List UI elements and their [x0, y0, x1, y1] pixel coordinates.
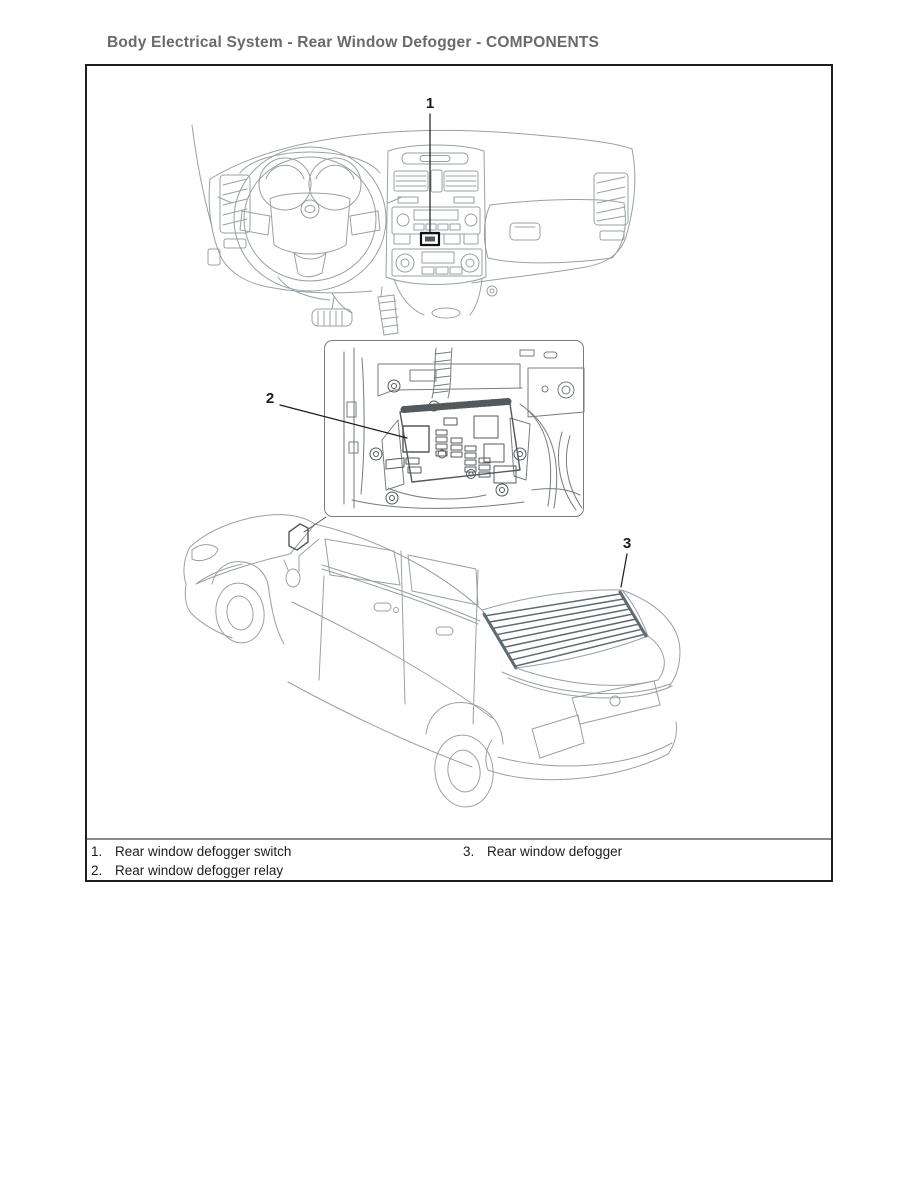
callout-1: 1	[426, 95, 434, 233]
legend-column-right: 3. Rear window defogger	[463, 842, 831, 880]
callout-2-label: 2	[266, 390, 274, 407]
legend-item-text: Rear window defogger relay	[115, 863, 284, 878]
wiring-harness	[519, 403, 583, 511]
legend-column-left: 1. Rear window defogger switch 2. Rear w…	[91, 842, 463, 880]
rear-window	[481, 589, 649, 669]
pedals	[311, 286, 399, 336]
defogger-relay-highlight	[402, 425, 430, 453]
callout-1-label: 1	[426, 95, 434, 112]
radio-unit	[391, 206, 481, 235]
callout-2-leader-line	[279, 404, 408, 439]
defogger-switch-highlight	[419, 231, 441, 247]
legend-item-number: 1.	[91, 844, 103, 859]
page-title: Body Electrical System - Rear Window Def…	[107, 34, 600, 51]
legend-item: 2. Rear window defogger relay	[91, 861, 463, 880]
callout-3-label: 3	[623, 535, 631, 552]
callout-3-leader-line	[620, 553, 628, 588]
dashboard-illustration	[191, 124, 636, 336]
inset-connector-line	[303, 516, 327, 533]
callout-2: 2	[266, 390, 408, 439]
glove-box	[483, 198, 626, 264]
legend-item-number: 3.	[463, 844, 475, 859]
rear-window-defogger-grid	[482, 590, 648, 670]
legend-item: 1. Rear window defogger switch	[91, 842, 463, 861]
center-stack	[385, 144, 498, 319]
steering-wheel	[217, 146, 403, 301]
components-figure: 1 2 3 1. Rear window defogger switch	[85, 64, 833, 882]
legend: 1. Rear window defogger switch 2. Rear w…	[87, 838, 831, 880]
relay-panel	[385, 398, 521, 484]
legend-item-number: 2.	[91, 863, 103, 878]
fuse-box-inset	[324, 340, 585, 517]
relay-location-marker	[288, 523, 309, 551]
instrument-cluster	[239, 151, 381, 211]
legend-item-text: Rear window defogger switch	[115, 844, 292, 859]
tail-light	[531, 714, 585, 759]
components-illustration: 1 2 3	[87, 66, 831, 836]
car-illustration	[183, 514, 681, 808]
wiring-loom	[431, 347, 453, 399]
license-plate-recess	[571, 680, 661, 725]
climate-control-panel	[391, 248, 483, 277]
callout-3: 3	[620, 535, 631, 588]
legend-item: 3. Rear window defogger	[463, 842, 831, 861]
legend-item-text: Rear window defogger	[487, 844, 623, 859]
right-air-vent	[593, 172, 629, 241]
